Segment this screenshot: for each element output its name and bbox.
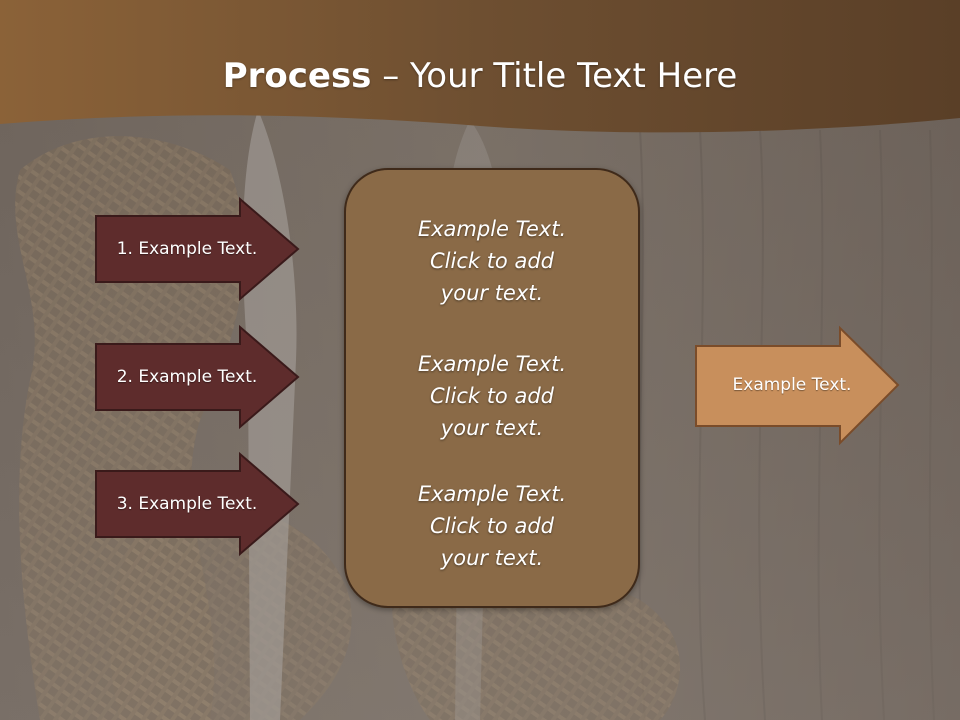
process-text-1[interactable]: Example Text. Click to add your text. <box>417 217 567 305</box>
output-arrow[interactable] <box>695 325 900 446</box>
step-label-3: 3. Example Text. <box>116 494 258 514</box>
process-box[interactable] <box>344 168 640 608</box>
page-title: Process – Your Title Text Here <box>0 48 960 104</box>
step-arrow-2[interactable] <box>95 324 300 430</box>
step-arrow-3[interactable] <box>95 451 300 557</box>
process-text-2[interactable]: Example Text. Click to add your text. <box>417 352 567 440</box>
title-bold: Process <box>222 56 372 96</box>
title-rest: – Your Title Text Here <box>371 56 738 96</box>
step-arrow-1[interactable] <box>95 196 300 302</box>
step-label-1: 1. Example Text. <box>116 239 258 259</box>
process-text-3[interactable]: Example Text. Click to add your text. <box>417 482 567 570</box>
output-label: Example Text. <box>732 375 852 395</box>
step-label-2: 2. Example Text. <box>116 367 258 387</box>
